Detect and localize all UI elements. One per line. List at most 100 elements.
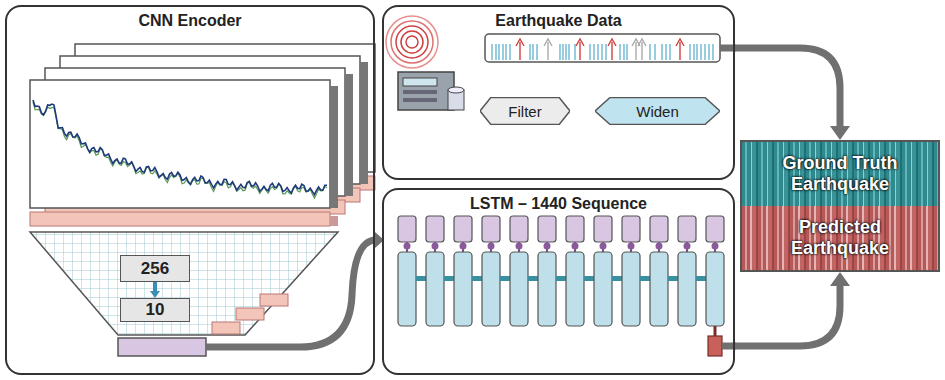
tick (605, 44, 607, 60)
event-arrow (576, 39, 584, 46)
tick (696, 44, 698, 60)
lstm-cell (538, 252, 556, 326)
wave-ring (386, 16, 438, 68)
feature-frames (30, 44, 375, 226)
tick (649, 44, 651, 60)
frame-depth (345, 74, 353, 196)
event-arrow (641, 42, 642, 60)
lstm-cell (426, 252, 444, 326)
node-label: Filter (508, 103, 541, 120)
event-arrow (547, 42, 548, 60)
tick (693, 44, 695, 60)
recurrent-link (668, 276, 678, 281)
frame-depth (330, 86, 338, 208)
input-cell (706, 216, 724, 242)
layer-bar (30, 212, 330, 226)
input-cell (594, 216, 612, 242)
event-ticks (492, 39, 713, 60)
tick (529, 44, 531, 60)
data-panel: Earthquake DataFilter Widen (382, 5, 735, 180)
cell-dot (544, 243, 551, 250)
cell-dot (516, 243, 523, 250)
lstm-cell (454, 252, 472, 326)
lstm-cell (510, 252, 528, 326)
lstm-panel: LSTM – 1440 Sequence (382, 188, 735, 375)
tick (562, 44, 564, 60)
input-cell (510, 216, 528, 242)
event-arrow (608, 39, 616, 46)
event-strip (485, 34, 720, 62)
recurrent-link (584, 276, 594, 281)
cell-dot (572, 243, 579, 250)
wave-ring (406, 36, 418, 48)
signal-curve (33, 100, 327, 198)
recurrent-link (528, 276, 538, 281)
node-label: 256 (141, 259, 169, 279)
input-cell (650, 216, 668, 242)
hexagon-outline (480, 98, 570, 125)
panel-title: Earthquake Data (384, 12, 733, 30)
tick (708, 44, 710, 60)
tick (689, 44, 691, 60)
tick (509, 44, 511, 60)
signal-trace (33, 102, 327, 198)
input-cell (454, 216, 472, 242)
encoder-panel: CNN Encoder25610 (5, 5, 375, 375)
station-drum-top (448, 87, 464, 93)
wave-ring (396, 26, 428, 58)
tick (601, 44, 603, 60)
tick (669, 44, 671, 60)
layer-block (212, 322, 240, 334)
tick (505, 44, 507, 60)
tick (712, 44, 714, 60)
input-cell (678, 216, 696, 242)
event-arrow (676, 39, 684, 46)
wave-ring (391, 21, 433, 63)
tick (619, 44, 621, 60)
input-cell (622, 216, 640, 242)
lstm-cell (566, 252, 584, 326)
tick (568, 44, 570, 60)
hexagon-outline (595, 98, 720, 125)
tick (626, 44, 628, 60)
arrow-head (830, 126, 850, 140)
flow-stub (206, 240, 376, 347)
recurrent-link (472, 276, 482, 281)
process-hexagon: Widen (595, 97, 720, 125)
event-arrow (638, 39, 646, 46)
event-arrow (519, 42, 520, 60)
lstm-cell (678, 252, 696, 326)
cell-dot (712, 243, 719, 250)
output-cell (708, 336, 722, 356)
seismic-icon (386, 16, 464, 110)
recurrent-link (640, 276, 650, 281)
cell-dot (628, 243, 635, 250)
feature-frame (30, 80, 330, 208)
tick (704, 44, 706, 60)
input-cell (538, 216, 556, 242)
cell-dot (656, 243, 663, 250)
ground-truth-band: Ground Truth Earthquake (740, 140, 940, 206)
cell-dot (404, 243, 411, 250)
panel-title: CNN Encoder (7, 12, 373, 30)
bar-depth (330, 216, 338, 226)
process-hexagon: Filter (480, 97, 570, 125)
event-arrow (516, 39, 524, 46)
tick (565, 44, 567, 60)
cell-dot (488, 243, 495, 250)
recurrent-link (556, 276, 566, 281)
event-arrow (679, 42, 680, 60)
recurrent-link (696, 276, 706, 281)
arrow-head (830, 272, 850, 286)
input-cell (482, 216, 500, 242)
recurrent-link (500, 276, 510, 281)
tick (559, 44, 561, 60)
lstm-cell (650, 252, 668, 326)
connector-line (153, 282, 157, 291)
event-arrow (635, 42, 636, 60)
tick (623, 44, 625, 60)
panel-title: LSTM – 1440 Sequence (384, 195, 733, 213)
lstm-cell (706, 252, 724, 326)
tick (661, 44, 663, 60)
